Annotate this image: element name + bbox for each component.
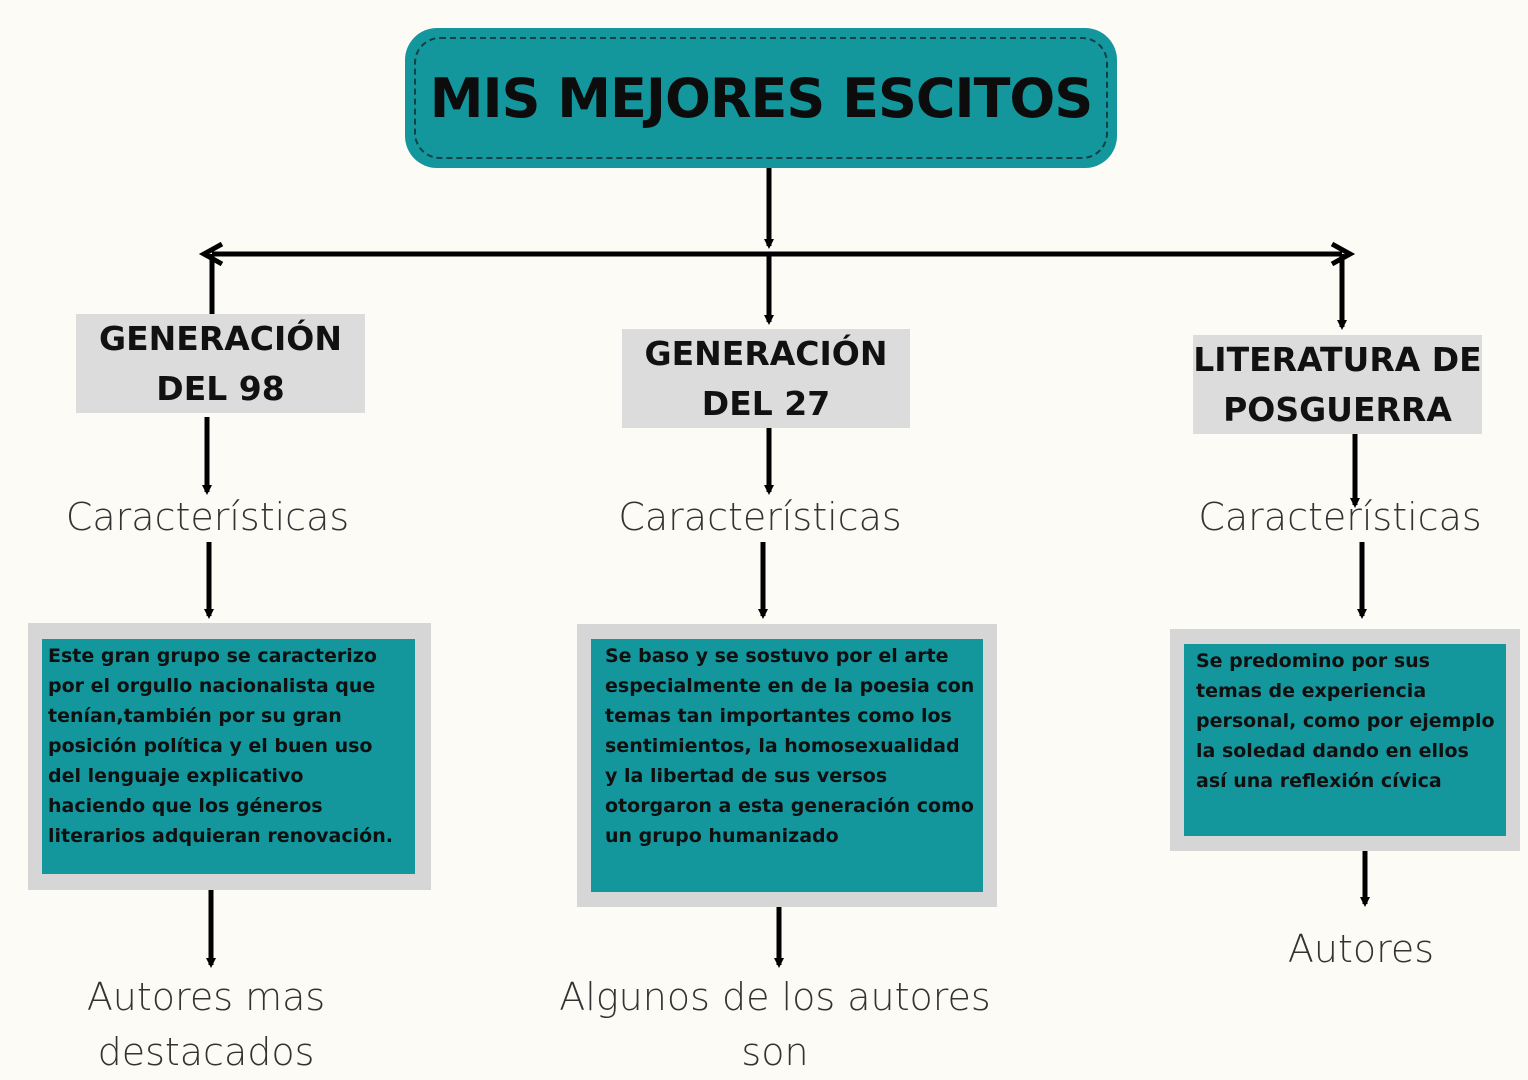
heading-generacion-98: GENERACIÓN DEL 98 [99, 318, 342, 408]
heading-box-generacion-98: GENERACIÓN DEL 98 [76, 314, 365, 413]
heading-box-generacion-27: GENERACIÓN DEL 27 [622, 329, 910, 428]
heading-literatura-posguerra: LITERATURA DE POSGUERRA [1193, 339, 1482, 429]
bar-right-arrowhead [1330, 241, 1356, 267]
description-box-2: Se baso y se sostuvo por el arte especia… [591, 639, 983, 892]
title-box: MIS MEJORES ESCITOS [405, 28, 1117, 168]
heading-generacion-27: GENERACIÓN DEL 27 [644, 333, 888, 423]
authors-label-2: Algunos de los autores son [559, 975, 991, 1074]
bar-left-arrowhead [198, 241, 224, 267]
description-box-1: Este gran grupo se caracterizo por el or… [42, 639, 415, 874]
page-title: MIS MEJORES ESCITOS [429, 66, 1093, 130]
characteristics-label-1: Características [65, 495, 350, 539]
characteristics-label-2: Características [618, 495, 902, 539]
description-text-1: Este gran grupo se caracterizo por el or… [48, 645, 393, 847]
description-text-3: Se predomino por sus temas de experienci… [1196, 650, 1495, 792]
characteristics-label-3: Características [1198, 495, 1482, 539]
authors-label-1: Autores mas destacados [86, 975, 326, 1074]
description-box-3: Se predomino por sus temas de experienci… [1184, 644, 1506, 836]
authors-label-3: Autores [1287, 927, 1435, 971]
description-text-2: Se baso y se sostuvo por el arte especia… [605, 645, 975, 847]
heading-box-literatura-posguerra: LITERATURA DE POSGUERRA [1193, 335, 1482, 434]
